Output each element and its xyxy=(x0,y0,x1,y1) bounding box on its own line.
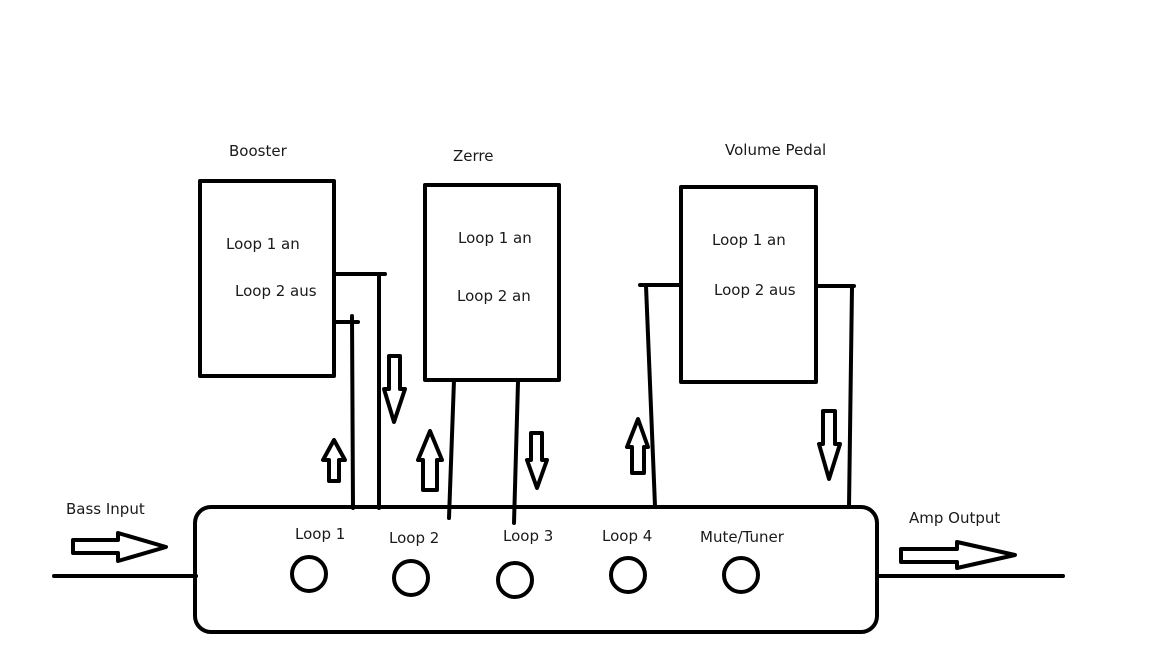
loop-switcher-body xyxy=(193,505,879,634)
switcher-button-loop-3[interactable]: Loop 3 xyxy=(496,527,553,599)
volume-pedal: Loop 1 an Loop 2 aus xyxy=(679,185,818,384)
switcher-button-loop-2[interactable]: Loop 2 xyxy=(389,529,439,597)
mute-tuner-label: Mute/Tuner xyxy=(700,528,785,546)
arrow-down-icon xyxy=(525,431,549,490)
booster-pedal: Loop 1 an Loop 2 aus xyxy=(198,179,336,378)
booster-loop1-state: Loop 1 an xyxy=(226,235,300,253)
arrow-down-icon xyxy=(817,409,842,481)
arrow-up-icon xyxy=(625,417,650,475)
loop-3-footswitch[interactable] xyxy=(496,561,534,599)
volume-cable-a xyxy=(644,284,657,508)
arrow-up-icon xyxy=(416,429,444,492)
mute-tuner-footswitch[interactable] xyxy=(722,556,760,594)
loop-4-footswitch[interactable] xyxy=(609,556,647,594)
input-arrow-right-icon xyxy=(71,531,168,563)
volume-pedal-title: Volume Pedal xyxy=(725,141,826,159)
switcher-button-mute-tuner[interactable]: Mute/Tuner xyxy=(700,528,785,594)
loop-2-footswitch[interactable] xyxy=(392,559,430,597)
booster-cable-b xyxy=(350,314,355,510)
zerre-loop2-state: Loop 2 an xyxy=(457,287,531,305)
bass-input-label: Bass Input xyxy=(66,500,145,518)
zerre-loop1-state: Loop 1 an xyxy=(458,229,532,247)
zerre-cable-a xyxy=(447,378,456,520)
booster-title: Booster xyxy=(229,142,288,160)
loop-1-label: Loop 1 xyxy=(295,525,345,543)
zerre-pedal: Loop 1 an Loop 2 an xyxy=(423,183,561,382)
zerre-cable-b xyxy=(512,380,520,525)
arrow-down-icon xyxy=(382,354,407,424)
arrow-up-icon xyxy=(321,438,347,483)
loop-1-footswitch[interactable] xyxy=(290,555,328,593)
booster-loop2-state: Loop 2 aus xyxy=(235,282,317,300)
volume-cable-b xyxy=(847,285,854,509)
loop-3-label: Loop 3 xyxy=(503,527,553,545)
zerre-title: Zerre xyxy=(453,147,493,165)
loop-2-label: Loop 2 xyxy=(389,529,439,547)
amp-output-label: Amp Output xyxy=(909,509,1000,527)
volume-loop2-state: Loop 2 aus xyxy=(714,281,796,299)
volume-loop1-state: Loop 1 an xyxy=(712,231,786,249)
booster-box xyxy=(198,179,336,378)
output-arrow-right-icon xyxy=(899,540,1017,570)
loop-4-label: Loop 4 xyxy=(602,527,652,545)
switcher-button-loop-1[interactable]: Loop 1 xyxy=(290,525,345,593)
zerre-box xyxy=(423,183,561,382)
switcher-button-loop-4[interactable]: Loop 4 xyxy=(602,527,652,594)
